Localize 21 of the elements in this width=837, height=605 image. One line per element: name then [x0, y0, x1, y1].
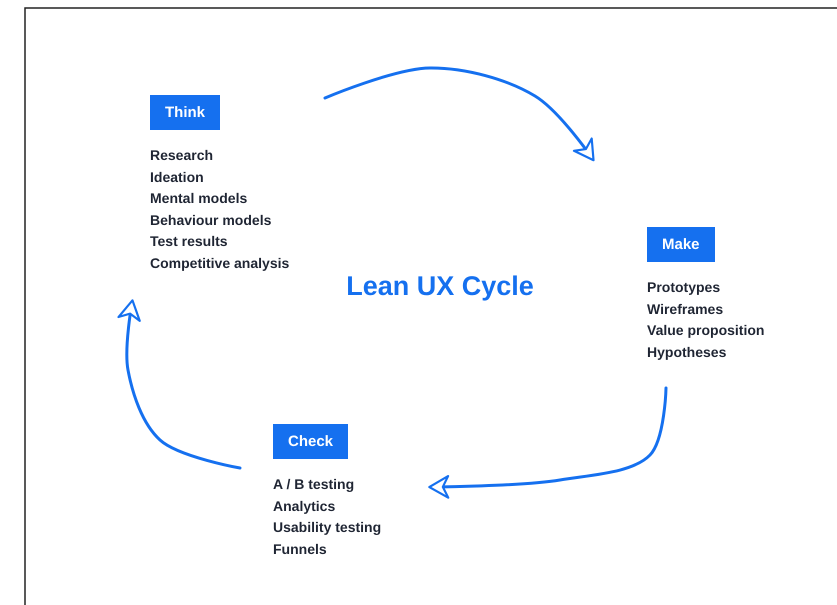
list-item: Behaviour models	[150, 210, 272, 230]
curved-arrow	[428, 386, 668, 499]
list-item: A / B testing	[273, 475, 356, 494]
list-item: Wireframes	[647, 300, 724, 318]
stage-label: Check	[273, 424, 348, 459]
list-item: Analytics	[273, 496, 336, 516]
list-item: Value proposition	[647, 321, 764, 340]
stage-label: Make	[647, 227, 715, 262]
list-item: Ideation	[150, 168, 205, 186]
curved-arrow	[117, 299, 242, 470]
list-item: Mental models	[150, 189, 248, 208]
list-item: Test results	[150, 232, 229, 251]
list-item: Research	[150, 146, 214, 165]
list-item: Prototypes	[647, 278, 722, 297]
list-item: Competitive analysis	[150, 254, 290, 273]
diagram-title: Lean UX Cycle	[345, 270, 535, 303]
list-item: Hypotheses	[647, 342, 728, 362]
curved-arrow	[324, 66, 595, 162]
list-item: Usability testing	[273, 518, 382, 537]
list-item: Funnels	[273, 540, 328, 558]
stage-label: Think	[150, 95, 220, 130]
